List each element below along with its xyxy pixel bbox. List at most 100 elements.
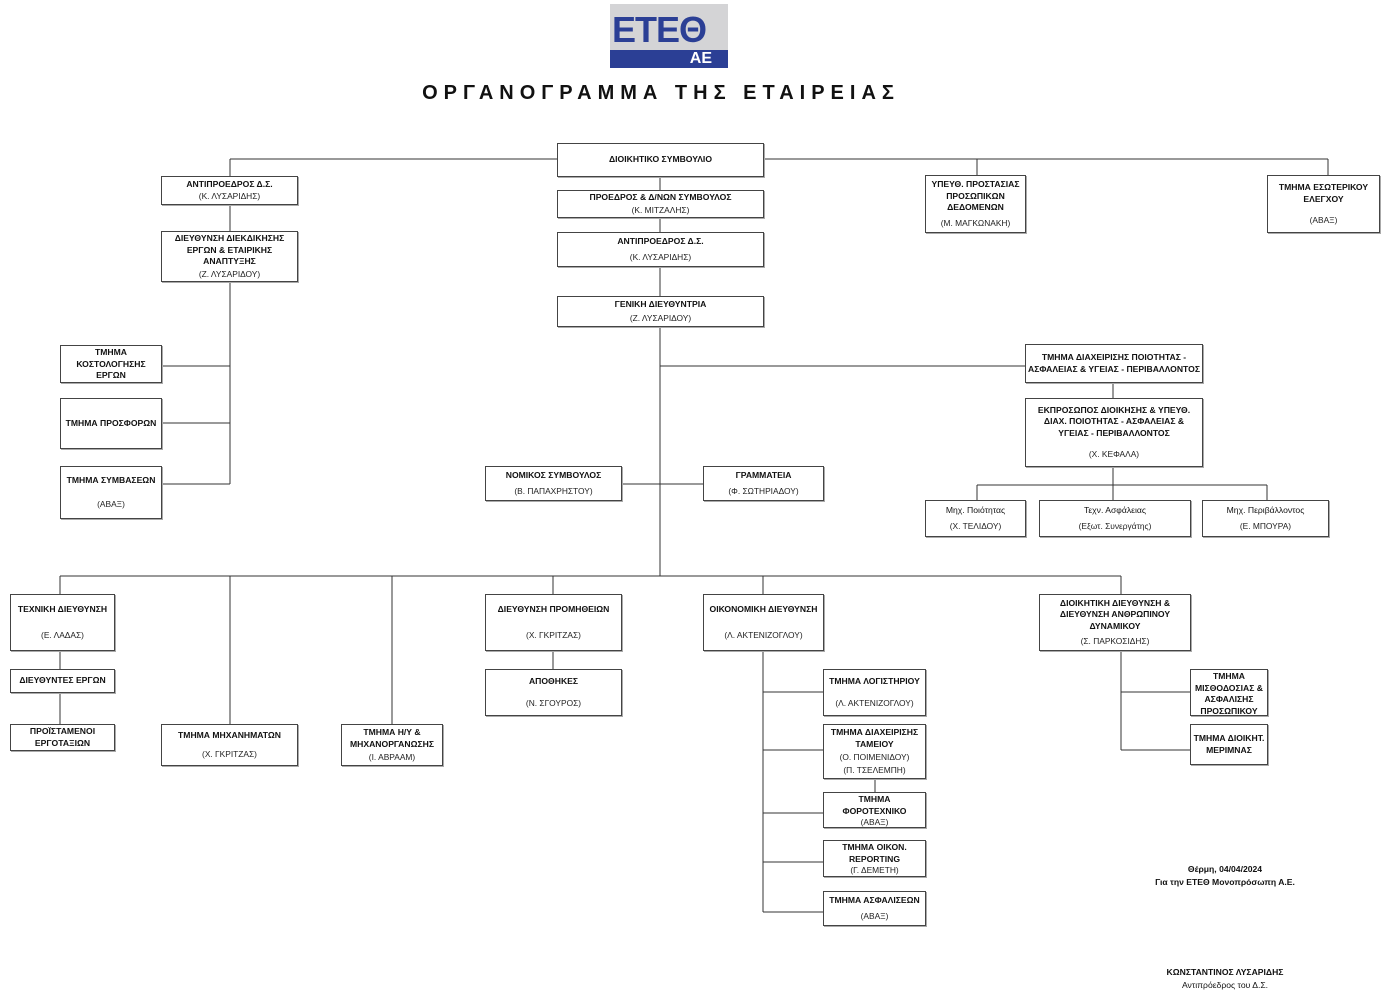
unit-title: ΓΡΑΜΜΑΤΕΙΑ (735, 470, 792, 481)
unit-title: ΤΜΗΜΑ ΟΙΚΟΝ. REPORTING (842, 842, 907, 864)
company-logo: ΕΤΕΘ ΑΕ (610, 4, 728, 68)
org-box-reporting: ΤΜΗΜΑ ΟΙΚΟΝ. REPORTING(Γ. ΔΕΜΕΤΗ) (823, 840, 926, 877)
unit-title: ΔΙΟΙΚΗΤΙΚΟ ΣΥΜΒΟΥΛΙΟ (608, 154, 713, 165)
org-box-quality-rep: ΕΚΠΡΟΣΩΠΟΣ ΔΙΟΙΚΗΣΗΣ & ΥΠΕΥΘ. ΔΙΑΧ. ΠΟΙΟ… (1025, 398, 1203, 467)
unit-title: ΤΜΗΜΑ ΔΙΑΧΕΙΡΙΣΗΣ ΤΑΜΕΙΟΥ (830, 727, 919, 749)
unit-title: ΤΜΗΜΑ ΛΟΓΙΣΤΗΡΙΟΥ (829, 676, 920, 687)
unit-title: ΤΜΗΜΑ ΚΟΣΤΟΛΟΓΗΣΗΣ ΕΡΓΩΝ (76, 347, 146, 380)
org-box-it: ΤΜΗΜΑ Η/Υ & ΜΗΧΑΝΟΡΓΑΝΩΣΗΣ(Ι. ΑΒΡΑΑΜ) (341, 724, 443, 766)
signature-place-date: Θέρμη, 04/04/2024 Για την ΕΤΕΘ Μονοπρόσω… (1130, 863, 1320, 889)
unit-title: Μηχ. Ποιότητας (945, 504, 1006, 515)
unit-head: (Χ. ΚΕΦΑΛΑ) (1088, 449, 1140, 460)
org-box-finance: ΟΙΚΟΝΟΜΙΚΗ ΔΙΕΥΘΥΝΣΗ (Λ. ΑΚΤΕΝΙΖΟΓΛΟΥ) (703, 594, 824, 651)
unit-title: ΤΕΧΝΙΚΗ ΔΙΕΥΘΥΝΣΗ (17, 603, 108, 614)
unit-title: ΤΜΗΜΑ ΑΣΦΑΛΙΣΕΩΝ (829, 895, 920, 906)
unit-head: (Χ. ΓΚΡΙΤΖΑΣ) (526, 630, 581, 641)
unit-head: (Ζ. ΛΥΣΑΡΙΔΟΥ) (198, 268, 261, 279)
org-box-secretariat: ΓΡΑΜΜΑΤΕΙΑ (Φ. ΣΩΤΗΡΙΑΔΟΥ) (703, 466, 824, 501)
org-box-tax: ΤΜΗΜΑ ΦΟΡΟΤΕΧΝΙΚΟ(ΑΒΑΞ) (823, 792, 926, 828)
unit-head: (Κ. ΜΙΤΖΑΛΗΣ) (631, 204, 690, 215)
unit-head: (Γ. ΔΕΜΕΤΗ) (850, 865, 899, 875)
org-box-vp-center: ΑΝΤΙΠΡΟΕΔΡΟΣ Δ.Σ. (Κ. ΛΥΣΑΡΙΔΗΣ) (557, 232, 764, 267)
unit-title: ΕΚΠΡΟΣΩΠΟΣ ΔΙΟΙΚΗΣΗΣ & ΥΠΕΥΘ. ΔΙΑΧ. ΠΟΙΟ… (1037, 404, 1191, 438)
signatory-name: ΚΩΝΣΤΑΝΤΙΝΟΣ ΛΥΣΑΡΙΔΗΣ (1166, 967, 1284, 977)
logo-subtext: ΑΕ (689, 50, 712, 67)
unit-title: Μηχ. Περιβάλλοντος (1226, 504, 1305, 515)
unit-title: ΤΜΗΜΑ ΜΙΣΘΟΔΟΣΙΑΣ & ΑΣΦΑΛΙΣΗΣ ΠΡΟΣΩΠΙΚΟΥ (1195, 671, 1263, 716)
org-box-q-eng: Μηχ. Ποιότητας (Χ. ΤΕΛΙΔΟΥ) (925, 500, 1026, 537)
org-box-env: Μηχ. Περιβάλλοντος (Ε. ΜΠΟΥΡΑ) (1202, 500, 1329, 537)
org-box-board: ΔΙΟΙΚΗΤΙΚΟ ΣΥΜΒΟΥΛΙΟ (557, 143, 764, 177)
org-box-site-mgrs: ΠΡΟΪΣΤΑΜΕΝΟΙ ΕΡΓΟΤΑΞΙΩΝ (10, 724, 115, 751)
unit-head: (Χ. ΤΕΛΙΔΟΥ) (949, 521, 1002, 532)
unit-title: ΤΜΗΜΑ Η/Υ & ΜΗΧΑΝΟΡΓΑΝΩΣΗΣ (350, 727, 434, 749)
unit-head: (Ζ. ΛΥΣΑΡΙΔΟΥ) (629, 312, 692, 323)
org-box-dpo: ΥΠΕΥΘ. ΠΡΟΣΤΑΣΙΑΣ ΠΡΟΣΩΠΙΚΩΝ ΔΕΔΟΜΕΝΩΝ(Μ… (925, 175, 1026, 233)
org-box-treasury: ΤΜΗΜΑ ΔΙΑΧΕΙΡΙΣΗΣ ΤΑΜΕΙΟΥ (Ο. ΠΟΙΜΕΝΙΔΟΥ)… (823, 724, 926, 779)
unit-title: ΟΙΚΟΝΟΜΙΚΗ ΔΙΕΥΘΥΝΣΗ (709, 603, 818, 614)
unit-title: ΔΙΕΥΘΥΝΤΕΣ ΕΡΓΩΝ (19, 675, 106, 686)
company-line: Για την ΕΤΕΘ Μονοπρόσωπη Α.Ε. (1155, 877, 1295, 887)
unit-title: ΤΜΗΜΑ ΣΥΜΒΑΣΕΩΝ (66, 474, 156, 485)
unit-head: (Φ. ΣΩΤΗΡΙΑΔΟΥ) (728, 485, 799, 496)
org-box-warehouses: ΑΠΟΘΗΚΕΣ (Ν. ΣΓΟΥΡΟΣ) (485, 669, 622, 716)
unit-head: (Π. ΤΣΕΛΕΜΠΗ) (843, 765, 906, 775)
unit-head: (Κ. ΛΥΣΑΡΙΔΗΣ) (629, 251, 692, 262)
org-box-audit: ΤΜΗΜΑ ΕΣΩΤΕΡΙΚΟΥ ΕΛΕΓΧΟΥ (ΑΒΑΞ) (1267, 175, 1380, 233)
unit-title: ΑΝΤΙΠΡΟΕΔΡΟΣ Δ.Σ. (617, 236, 704, 247)
logo-text: ΕΤΕΘ (612, 9, 707, 50)
unit-head: (Χ. ΓΚΡΙΤΖΑΣ) (202, 749, 257, 760)
place-date: Θέρμη, 04/04/2024 (1187, 864, 1263, 874)
unit-title: ΠΡΟΕΔΡΟΣ & Δ/ΝΩΝ ΣΥΜΒΟΥΛΟΣ (589, 192, 732, 203)
org-box-legal: ΝΟΜΙΚΟΣ ΣΥΜΒΟΥΛΟΣ (Β. ΠΑΠΑΧΡΗΣΤΟΥ) (485, 466, 622, 501)
org-box-safety: Τεχν. Ασφάλειας (Εξωτ. Συνεργάτης) (1039, 500, 1191, 537)
unit-title: ΔΙΕΥΘΥΝΣΗ ΔΙΕΚΔΙΚΗΣΗΣ ΕΡΓΩΝ & ΕΤΑΙΡΙΚΗΣ … (174, 233, 285, 267)
org-box-procurement: ΔΙΕΥΘΥΝΣΗ ΠΡΟΜΗΘΕΙΩΝ (Χ. ΓΚΡΙΤΖΑΣ) (485, 594, 622, 651)
org-box-offers: ΤΜΗΜΑ ΠΡΟΣΦΟΡΩΝ (60, 398, 162, 449)
org-box-admin-hr: ΔΙΟΙΚΗΤΙΚΗ ΔΙΕΥΘΥΝΣΗ & ΔΙΕΥΘΥΝΣΗ ΑΝΘΡΩΠΙ… (1039, 594, 1191, 651)
unit-head: (Εξωτ. Συνεργάτης) (1078, 521, 1152, 532)
org-box-bid-dir: ΔΙΕΥΘΥΝΣΗ ΔΙΕΚΔΙΚΗΣΗΣ ΕΡΓΩΝ & ΕΤΑΙΡΙΚΗΣ … (161, 231, 298, 282)
unit-head: (Β. ΠΑΠΑΧΡΗΣΤΟΥ) (514, 485, 593, 496)
org-box-quality-dept: ΤΜΗΜΑ ΔΙΑΧΕΙΡΙΣΗΣ ΠΟΙΟΤΗΤΑΣ - ΑΣΦΑΛΕΙΑΣ … (1025, 344, 1203, 383)
unit-head: (Ε. ΛΑΔΑΣ) (41, 630, 84, 641)
unit-head: (ΑΒΑΞ) (860, 817, 889, 827)
unit-title: ΑΝΤΙΠΡΟΕΔΡΟΣ Δ.Σ. (186, 178, 273, 189)
unit-title: ΤΜΗΜΑ ΔΙΑΧΕΙΡΙΣΗΣ ΠΟΙΟΤΗΤΑΣ - ΑΣΦΑΛΕΙΑΣ … (1028, 352, 1200, 374)
signatory-role: Αντιπρόεδρος του Δ.Σ. (1181, 980, 1269, 990)
unit-title: ΤΜΗΜΑ ΕΣΩΤΕΡΙΚΟΥ ΕΛΕΓΧΟΥ (1278, 182, 1369, 204)
org-box-machinery: ΤΜΗΜΑ ΜΗΧΑΝΗΜΑΤΩΝ (Χ. ΓΚΡΙΤΖΑΣ) (161, 724, 298, 766)
org-box-vp-left: ΑΝΤΙΠΡΟΕΔΡΟΣ Δ.Σ. (Κ. ΛΥΣΑΡΙΔΗΣ) (161, 176, 298, 205)
unit-title: ΤΜΗΜΑ ΜΗΧΑΝΗΜΑΤΩΝ (178, 729, 281, 740)
org-box-insurance: ΤΜΗΜΑ ΑΣΦΑΛΙΣΕΩΝ (ΑΒΑΞ) (823, 891, 926, 926)
unit-head: (ΑΒΑΞ) (1309, 215, 1338, 225)
org-box-payroll: ΤΜΗΜΑ ΜΙΣΘΟΔΟΣΙΑΣ & ΑΣΦΑΛΙΣΗΣ ΠΡΟΣΩΠΙΚΟΥ (1190, 669, 1268, 716)
unit-title: ΔΙΕΥΘΥΝΣΗ ΠΡΟΜΗΘΕΙΩΝ (497, 603, 610, 614)
unit-title: Τεχν. Ασφάλειας (1084, 504, 1146, 515)
unit-head: (ΑΒΑΞ) (860, 910, 889, 921)
unit-head: (Λ. ΑΚΤΕΝΙΖΟΓΛΟΥ) (724, 630, 803, 641)
org-box-ceo: ΠΡΟΕΔΡΟΣ & Δ/ΝΩΝ ΣΥΜΒΟΥΛΟΣ(Κ. ΜΙΤΖΑΛΗΣ) (557, 190, 764, 218)
unit-title: ΔΙΟΙΚΗΤΙΚΗ ΔΙΕΥΘΥΝΣΗ & ΔΙΕΥΘΥΝΣΗ ΑΝΘΡΩΠΙ… (1059, 597, 1171, 631)
unit-title: ΥΠΕΥΘ. ΠΡΟΣΤΑΣΙΑΣ ΠΡΟΣΩΠΙΚΩΝ ΔΕΔΟΜΕΝΩΝ (931, 179, 1020, 213)
unit-title: ΝΟΜΙΚΟΣ ΣΥΜΒΟΥΛΟΣ (505, 470, 602, 481)
unit-title: ΠΡΟΪΣΤΑΜΕΝΟΙ ΕΡΓΟΤΑΞΙΩΝ (29, 726, 96, 748)
unit-title: ΤΜΗΜΑ ΦΟΡΟΤΕΧΝΙΚΟ (842, 794, 907, 816)
unit-title: ΤΜΗΜΑ ΔΙΟΙΚΗΤ. ΜΕΡΙΜΝΑΣ (1193, 733, 1265, 755)
org-box-costing: ΤΜΗΜΑ ΚΟΣΤΟΛΟΓΗΣΗΣ ΕΡΓΩΝ (60, 345, 162, 383)
org-box-gm: ΓΕΝΙΚΗ ΔΙΕΥΘΥΝΤΡΙΑ (Ζ. ΛΥΣΑΡΙΔΟΥ) (557, 296, 764, 327)
unit-head: (ΑΒΑΞ) (97, 499, 125, 510)
unit-title: ΓΕΝΙΚΗ ΔΙΕΥΘΥΝΤΡΙΑ (614, 299, 707, 310)
unit-title: ΤΜΗΜΑ ΠΡΟΣΦΟΡΩΝ (65, 417, 157, 428)
org-box-admin-care: ΤΜΗΜΑ ΔΙΟΙΚΗΤ. ΜΕΡΙΜΝΑΣ (1190, 724, 1268, 765)
org-box-contracts: ΤΜΗΜΑ ΣΥΜΒΑΣΕΩΝ (ΑΒΑΞ) (60, 466, 162, 519)
unit-head: (Ε. ΜΠΟΥΡΑ) (1239, 521, 1292, 532)
org-box-proj-dirs: ΔΙΕΥΘΥΝΤΕΣ ΕΡΓΩΝ (10, 669, 115, 693)
unit-head: (Ο. ΠΟΙΜΕΝΙΔΟΥ) (839, 752, 910, 762)
unit-head: (Σ. ΠΑΡΚΟΣΙΔΗΣ) (1080, 636, 1150, 647)
unit-head: (Κ. ΛΥΣΑΡΙΔΗΣ) (198, 191, 261, 202)
unit-title: ΑΠΟΘΗΚΕΣ (528, 676, 579, 687)
org-box-tech: ΤΕΧΝΙΚΗ ΔΙΕΥΘΥΝΣΗ (Ε. ΛΑΔΑΣ) (10, 594, 115, 651)
unit-head: (Ν. ΣΓΟΥΡΟΣ) (525, 697, 582, 708)
